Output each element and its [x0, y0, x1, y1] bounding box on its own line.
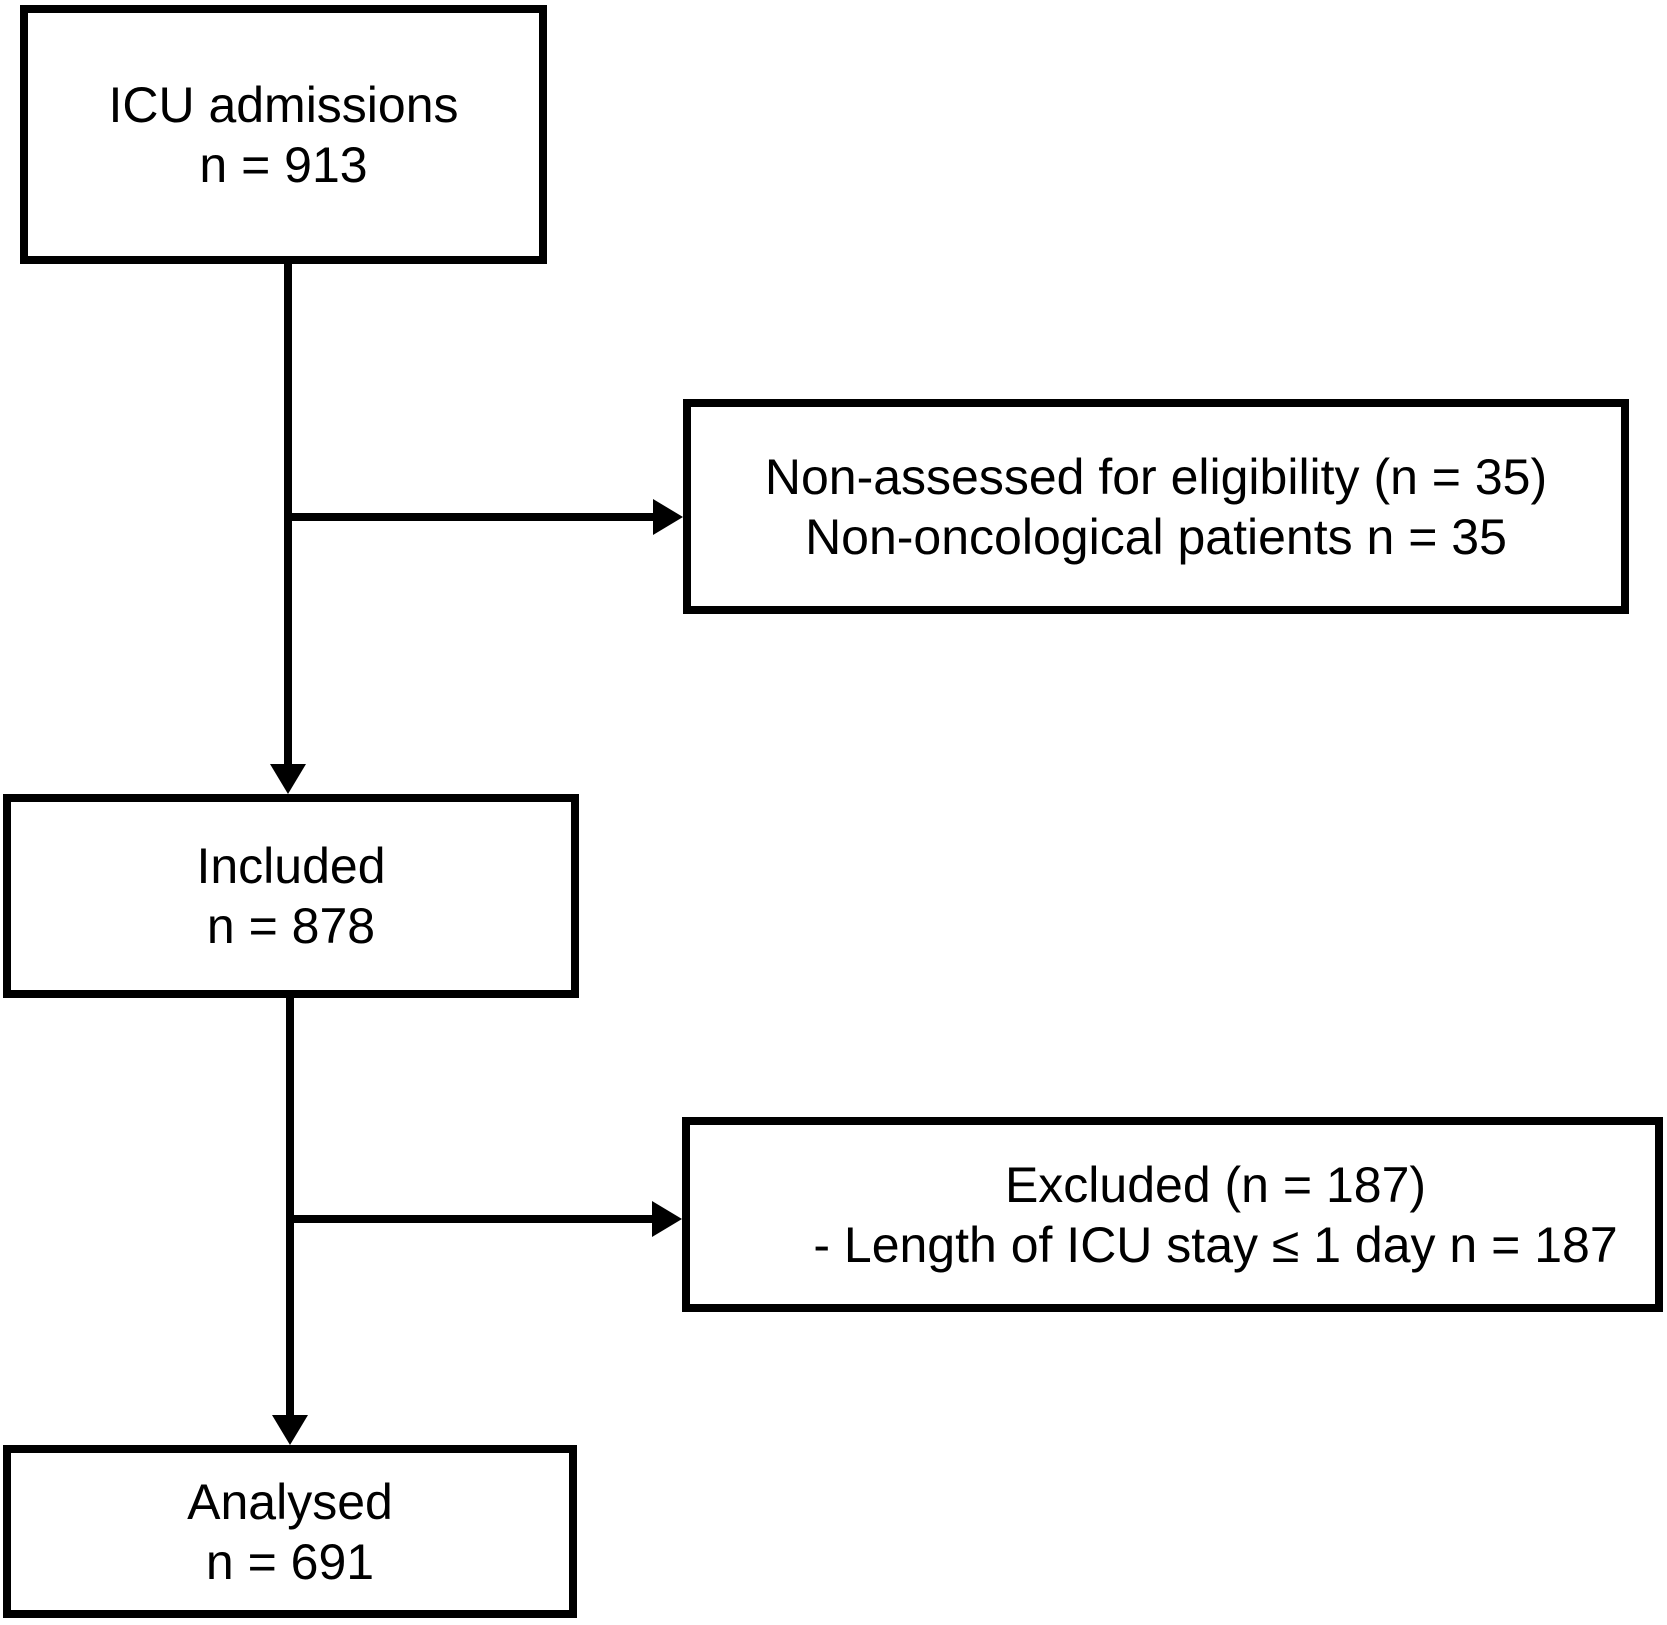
arrowhead-right-excluded [652, 1201, 682, 1237]
excluded-label: Excluded (n = 187) [1004, 1156, 1427, 1213]
included-label: Included [196, 838, 386, 894]
excluded-detail: - Length of ICU stay ≤ 1 day n = 187 [813, 1216, 1618, 1273]
connector-branch-to-non-assessed [288, 513, 653, 521]
icu-admissions-label: ICU admissions [108, 76, 459, 133]
analysed-count: n = 691 [205, 1533, 375, 1590]
icu-admissions-count: n = 913 [199, 136, 368, 193]
non-assessed-box: Non-assessed for eligibility (n = 35) No… [683, 399, 1629, 614]
included-count: n = 878 [206, 898, 376, 954]
analysed-box: Analysed n = 691 [3, 1445, 577, 1618]
non-assessed-label: Non-assessed for eligibility (n = 35) [764, 448, 1548, 505]
connector-branch-to-excluded [290, 1215, 652, 1223]
excluded-box: Excluded (n = 187) - Length of ICU stay … [682, 1117, 1663, 1312]
non-assessed-detail: Non-oncological patients n = 35 [805, 508, 1507, 565]
arrowhead-down-included [270, 764, 306, 794]
icu-admissions-box: ICU admissions n = 913 [20, 5, 547, 264]
arrowhead-right-non-assessed [653, 499, 683, 535]
connector-included-to-analysed [286, 998, 294, 1415]
included-box: Included n = 878 [3, 794, 579, 998]
arrowhead-down-analysed [272, 1415, 308, 1445]
analysed-label: Analysed [187, 1473, 393, 1530]
